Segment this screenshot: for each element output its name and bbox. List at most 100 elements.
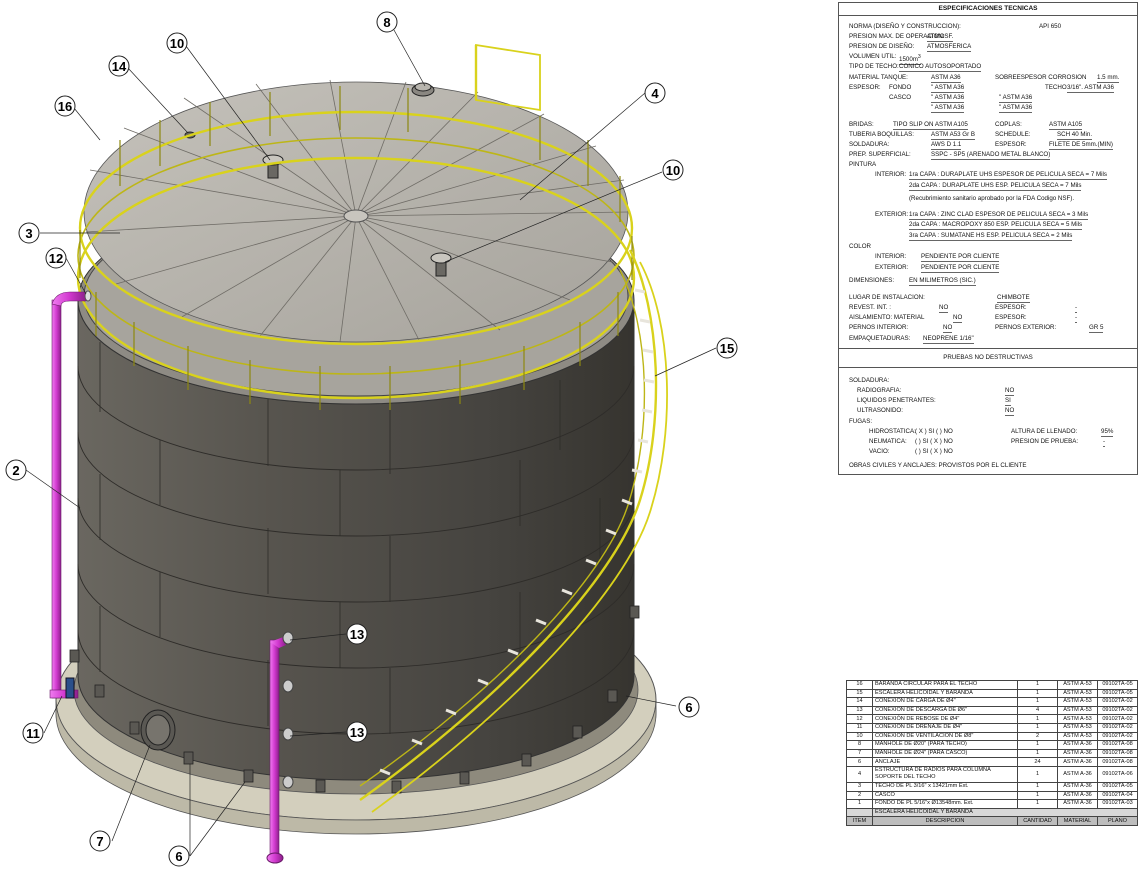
header-desc: DESCRIPCION xyxy=(872,816,1018,826)
empaquetaduras-label: EMPAQUETADURAS: xyxy=(849,335,911,342)
neumatica-value: ( ) SI ( X ) NO xyxy=(915,438,953,445)
callout-12: 12 xyxy=(45,247,67,269)
header-item: ITEM xyxy=(846,816,873,826)
prep-value: SSPC - SP5 (ARENADO METAL BLANCO) xyxy=(931,151,1051,160)
pintura-ext-2: 2da CAPA : MACROPOXY 850 ESP. PELICULA S… xyxy=(909,221,1083,230)
techo-label: TECHO xyxy=(1045,84,1067,91)
espesor-label: ESPESOR: xyxy=(849,84,881,91)
revest-espesor-value: - xyxy=(1075,304,1078,313)
presion-prueba-value: - xyxy=(1103,438,1106,447)
callout-6-right: 6 xyxy=(678,696,700,718)
header-mat: MATERIAL xyxy=(1057,816,1098,826)
color-exterior-label: EXTERIOR: xyxy=(875,264,909,271)
aislamiento-espesor-label: ESPESOR: xyxy=(995,314,1027,321)
color-interior-value: PENDIENTE POR CLIENTE xyxy=(921,253,1000,262)
pintura-label: PINTURA xyxy=(849,161,877,168)
bridas-value: TIPO SLIP ON ASTM A105 xyxy=(893,121,968,130)
volumen-label: VOLUMEN UTIL: xyxy=(849,53,897,60)
quantity-cell: 4 xyxy=(1017,705,1058,716)
svg-text:7: 7 xyxy=(96,834,103,849)
plano-cell: 09102TA-08 xyxy=(1097,748,1138,759)
svg-text:16: 16 xyxy=(58,99,72,114)
description-cell: BARANDA CIRCULAR PARA EL TECHO xyxy=(872,680,1018,690)
material-value: ASTM A36 xyxy=(931,74,961,83)
description-cell: MANHOLE DE Ø20" (PARA TECHO) xyxy=(872,740,1018,750)
callout-6-bottom: 6 xyxy=(168,845,190,867)
callout-4: 4 xyxy=(644,82,666,104)
description-cell: TECHO DE PL 3/16" x 13421mm Ext. xyxy=(872,781,1018,792)
item-cell: 7 xyxy=(846,748,873,759)
item-cell: 8 xyxy=(846,740,873,750)
callout-8: 8 xyxy=(376,11,398,33)
plano-cell: 09102TA-03 xyxy=(1097,799,1138,809)
quantity-cell: 1 xyxy=(1017,688,1058,699)
casco-label: CASCO xyxy=(889,94,912,101)
item-cell: 11 xyxy=(846,722,873,733)
empaquetaduras-value: NEOPRENE 1/16" xyxy=(923,335,974,344)
material-cell: ASTM A-36 xyxy=(1057,781,1098,792)
description-cell: CASCO xyxy=(872,790,1018,801)
quantity-cell: 1 xyxy=(1017,680,1058,690)
altura-llenado-label: ALTURA DE LLENADO: xyxy=(1011,428,1078,435)
casco-value-3: " ASTM A36 xyxy=(931,104,965,113)
liquidos-label: LIQUIDOS PENETRANTES: xyxy=(857,397,936,404)
svg-text:14: 14 xyxy=(112,59,127,74)
plano-cell: 09102TA-08 xyxy=(1097,757,1138,767)
pintura-exterior-label: EXTERIOR: xyxy=(875,211,909,218)
ultrasonido-label: ULTRASONIDO: xyxy=(857,407,903,414)
item-cell: 3 xyxy=(846,781,873,792)
quantity-cell: 1 xyxy=(1017,765,1058,783)
svg-text:6: 6 xyxy=(175,849,182,864)
callout-13-upper: 13 xyxy=(346,623,368,645)
item-cell: 2 xyxy=(846,790,873,801)
schedule-value: SCH 40 Min. xyxy=(1057,131,1093,140)
presion-dis-label: PRESION DE DISEÑO: xyxy=(849,43,915,50)
pintura-int-1: 1ra CAPA : DURAPLATE UHS ESPESOR DE PELI… xyxy=(909,171,1108,180)
callout-3: 3 xyxy=(18,222,40,244)
svg-text:4: 4 xyxy=(651,86,659,101)
svg-text:12: 12 xyxy=(49,251,63,266)
schedule-label: SCHEDULE: xyxy=(995,131,1031,138)
discharge-pipe xyxy=(266,631,294,864)
tank-roof xyxy=(77,79,635,405)
aislamiento-value: NO xyxy=(953,314,963,323)
plano-cell: 09102TA-05 xyxy=(1097,688,1138,699)
aislamiento-espesor-value: - xyxy=(1075,314,1078,323)
description-cell: FONDO DE PL 5/16"x Ø13548mm. Ext. xyxy=(872,799,1018,809)
pintura-ext-3: 3ra CAPA : SUMATANE HS ESP. PELICULA SEC… xyxy=(909,232,1073,241)
quantity-cell: 1 xyxy=(1017,714,1058,724)
pernos-exterior-value: GR 5 xyxy=(1089,324,1104,333)
soldadura-pruebas-label: SOLDADURA: xyxy=(849,377,890,384)
pernos-interior-value: NO xyxy=(943,324,953,333)
callout-7: 7 xyxy=(89,830,111,852)
pintura-interior-label: INTERIOR: xyxy=(875,171,907,178)
shell-manhole xyxy=(140,709,176,751)
material-cell: ASTM A-36 xyxy=(1057,748,1098,759)
quantity-cell: 1 xyxy=(1017,799,1058,809)
band-cell-empty xyxy=(846,807,873,818)
dimensiones-value: EN MILIMETROS (SIC.) xyxy=(909,277,976,286)
callout-13-lower: 13 xyxy=(346,721,368,743)
item-cell: 14 xyxy=(846,697,873,707)
header-qty: CANTIDAD xyxy=(1017,816,1058,826)
aislamiento-label: AISLAMIENTO: MATERIAL xyxy=(849,314,925,321)
callout-15: 15 xyxy=(716,337,738,359)
description-cell: ESCALERA HELICOIDAL Y BARANDA xyxy=(872,688,1018,699)
tuberia-label: TUBERIA BOQUILLAS: xyxy=(849,131,914,138)
item-cell: 6 xyxy=(846,757,873,767)
color-interior-label: INTERIOR: xyxy=(875,253,907,260)
table-band-row: ESCALERA HELICOIDAL Y BARANDA xyxy=(846,807,1138,818)
soldadura-label: SOLDADURA: xyxy=(849,141,890,148)
roof-vent-2 xyxy=(430,252,452,277)
obras-civiles: OBRAS CIVILES Y ANCLAJES: PROVISTOS POR … xyxy=(849,462,1027,469)
